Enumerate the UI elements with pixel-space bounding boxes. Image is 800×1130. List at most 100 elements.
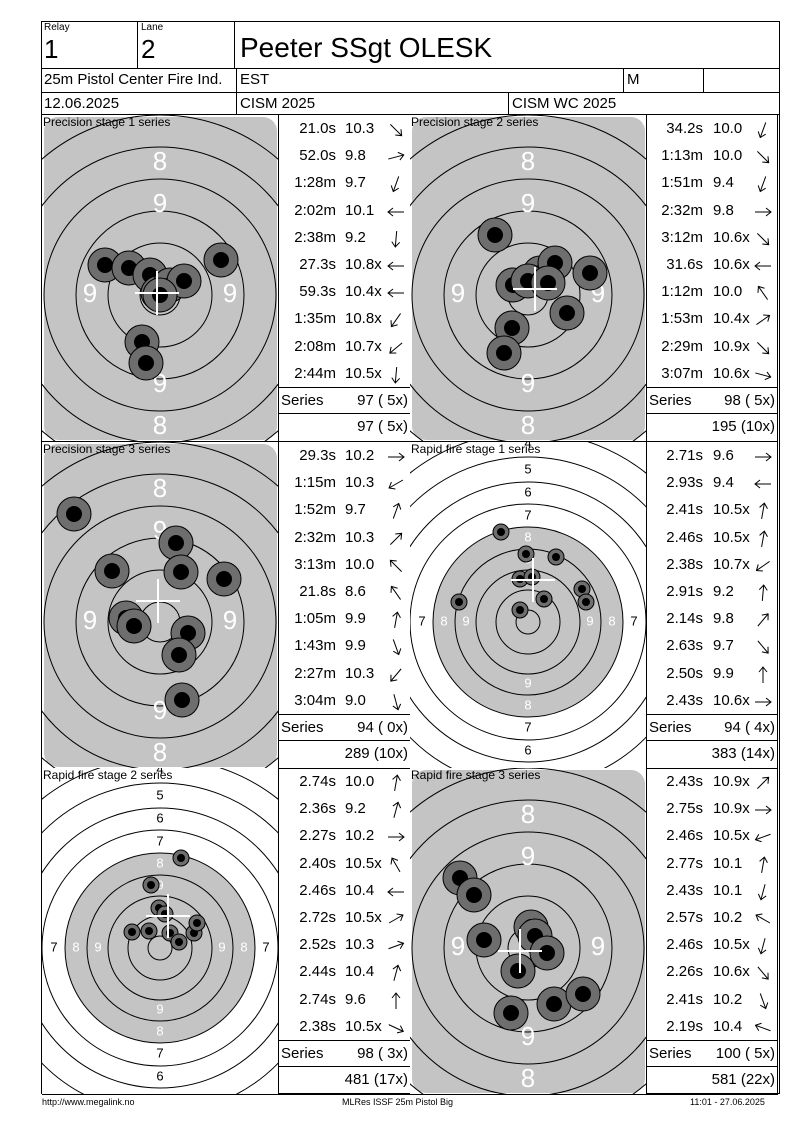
ring-number: 9 (218, 939, 225, 954)
ring-number: 9 (83, 278, 97, 308)
running-total: 97 ( 5x) (357, 418, 408, 435)
shot-hole-center (582, 598, 590, 606)
event-name: 25m Pistol Center Fire Ind. (42, 69, 237, 92)
shot-time: 2:38m (294, 228, 336, 246)
shot-direction-arrow-icon (755, 207, 772, 216)
ring-number: 8 (521, 1063, 535, 1093)
ring-number: 9 (156, 1001, 163, 1016)
championship: CISM WC 2025 (512, 95, 617, 112)
scoring-ring (107, 895, 213, 1001)
shot-time: 2.36s (299, 800, 336, 818)
shot-hole-center (504, 320, 520, 336)
footer-software: MLRes ISSF 25m Pistol Big (342, 1097, 454, 1107)
scoring-ring (410, 481, 646, 763)
divider (42, 92, 779, 93)
shot-time: 2.77s (666, 854, 703, 872)
shot-hole-center (213, 252, 229, 268)
ring-number: 9 (524, 675, 531, 690)
scoring-ring (475, 242, 581, 348)
shot-time: 29.3s (299, 447, 336, 464)
shot-direction-arrow-icon (759, 529, 768, 547)
shot-score: 10.5x (345, 854, 382, 872)
scoring-ring (42, 807, 278, 1089)
shot-direction-arrow-icon (755, 452, 772, 462)
shot-time: 2.41s (666, 501, 703, 519)
scoring-ring (43, 505, 277, 739)
shot-time: 2.57s (666, 909, 703, 926)
ring-number: 6 (156, 1068, 163, 1083)
shot-score: 10.0 (713, 283, 743, 301)
shot-score: 10.4 (713, 1017, 743, 1035)
lane-cell: Lane 2 (139, 22, 235, 68)
ring-number: 8 (156, 855, 163, 870)
shot-hole-center (171, 647, 187, 663)
scoring-ring (410, 799, 646, 1094)
shot-direction-arrow-icon (392, 964, 402, 982)
ring-number: 7 (524, 507, 531, 522)
shot-hole-center (104, 563, 120, 579)
shot-time: 2.50s (666, 664, 703, 682)
shot-hole-center (168, 535, 184, 551)
shot-direction-arrow-icon (392, 774, 401, 791)
shot-time: 1:13m (661, 147, 703, 165)
shot-score: 10.2 (345, 447, 375, 464)
shot-time: 2.38s (666, 555, 703, 573)
relay-cell: Relay 1 (42, 22, 138, 68)
series-title: Precision stage 1 series (43, 115, 171, 129)
shot-direction-arrow-icon (392, 801, 402, 819)
shot-hole-center (539, 945, 555, 961)
shot-direction-arrow-icon (389, 532, 403, 545)
shot-time: 3:07m (661, 364, 703, 382)
shot-hole-center (575, 986, 591, 1002)
shot-hole-center (193, 919, 201, 927)
shot-time: 2.43s (666, 773, 703, 790)
shot-score: 10.4 (345, 963, 375, 981)
shot-direction-arrow-icon (757, 285, 768, 301)
shot-direction-arrow-icon (392, 639, 402, 656)
shot-hole-center (97, 257, 113, 273)
shot-score: 10.3 (345, 474, 375, 492)
shot-score: 10.7x (713, 555, 750, 573)
shot-score: 9.0 (345, 691, 366, 709)
shot-direction-arrow-icon (757, 613, 769, 627)
ring-number: 9 (83, 605, 97, 635)
ring-number: 8 (72, 939, 79, 954)
shot-direction-arrow-icon (757, 176, 767, 193)
shot-direction-arrow-icon (756, 776, 770, 790)
shot-direction-arrow-icon (756, 232, 770, 246)
shot-score: 10.3 (345, 120, 375, 137)
shot-score: 10.8x (345, 310, 382, 328)
ring-number: 9 (451, 278, 465, 308)
shot-time: 2.46s (666, 827, 703, 845)
shot-time: 2.26s (666, 963, 703, 981)
scoring-ring (42, 146, 278, 441)
shot-hole-center (559, 305, 575, 321)
scoring-ring (411, 831, 645, 1065)
running-total: 581 (22x) (711, 1071, 775, 1088)
shot-score: 10.0 (713, 147, 743, 165)
scoring-ring (410, 503, 646, 741)
shot-hole-center (147, 881, 155, 889)
ring-number: 8 (521, 146, 535, 176)
shot-hole-center (516, 606, 524, 614)
shot-time: 2:44m (294, 364, 336, 382)
shot-score: 8.6 (345, 583, 366, 600)
ring-number: 7 (524, 719, 531, 734)
shot-direction-arrow-icon (758, 665, 768, 683)
series-label: Series (281, 719, 324, 736)
series-label: Series (649, 719, 692, 736)
series-title: Rapid fire stage 3 series (411, 768, 541, 782)
